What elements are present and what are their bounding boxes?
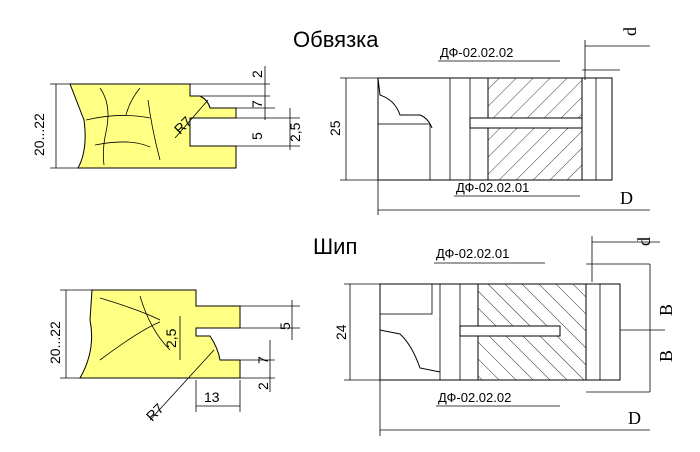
top-small-d-label: d: [620, 27, 640, 36]
top-cutter: ДФ-02.02.02 d 25 ДФ-02.02.01 D: [327, 27, 650, 215]
bottom-radius-label: R7: [143, 400, 167, 424]
top-section: Обвязка 20...22 R7 2 7: [31, 27, 650, 215]
bottom-big-d-label: D: [628, 408, 641, 428]
bottom-dim-2-5: 2,5: [163, 328, 179, 348]
bottom-dim-2: 2: [255, 382, 271, 390]
bottom-title: Шип: [313, 234, 357, 259]
bottom-b-lower: B: [656, 350, 676, 362]
bottom-height-range-label: 20...22: [47, 321, 63, 364]
top-code-lower: ДФ-02.02.01: [456, 180, 529, 195]
bottom-profile: 20...22 5 7 2 2,5 R7 13: [47, 289, 300, 424]
top-dim-5: 5: [249, 132, 265, 140]
top-dim-7: 7: [249, 100, 265, 108]
bottom-dim-13: 13: [204, 389, 220, 405]
bottom-height-24: 24: [333, 324, 349, 340]
top-height-25: 25: [327, 120, 343, 136]
bottom-section: Шип 20...22 5 7 2 2,5 R7: [47, 234, 676, 436]
bottom-cutter: ДФ-02.02.01 d B B 24: [333, 236, 676, 436]
bottom-code-lower: ДФ-02.02.02: [438, 390, 511, 405]
top-dim-2-5: 2,5: [287, 122, 303, 142]
top-profile: 20...22 R7 2 7 5 2,5: [31, 66, 303, 169]
bottom-dim-7: 7: [255, 356, 271, 364]
bottom-b-upper: B: [656, 304, 676, 316]
top-big-d-label: D: [620, 188, 633, 208]
top-code-upper: ДФ-02.02.02: [440, 45, 513, 60]
top-dim-2: 2: [249, 70, 265, 78]
bottom-code-upper: ДФ-02.02.01: [436, 246, 509, 261]
top-height-range-label: 20...22: [31, 113, 47, 156]
bottom-dim-5: 5: [277, 322, 293, 330]
top-title: Обвязка: [293, 27, 379, 52]
bottom-small-d-label: d: [634, 237, 654, 246]
